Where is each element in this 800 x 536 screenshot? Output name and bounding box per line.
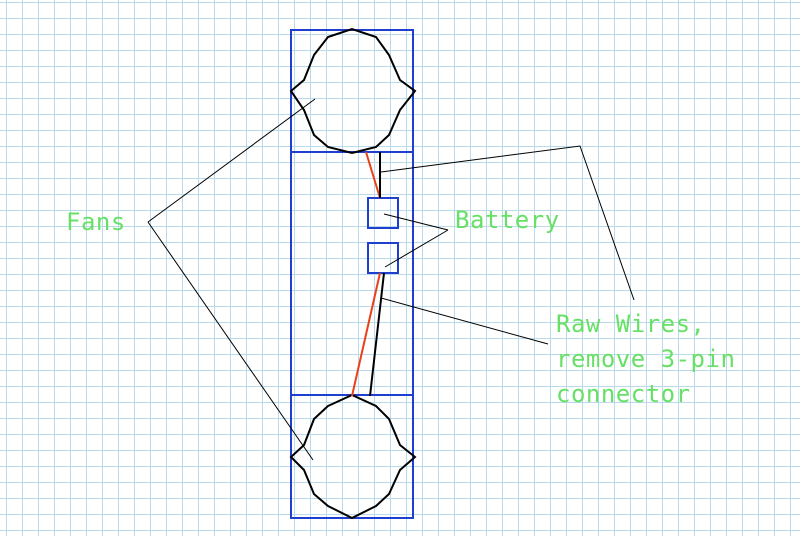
battery-top (367, 197, 399, 229)
red-wire-bottom (351, 272, 381, 397)
battery-bottom (367, 242, 399, 274)
wires-label-line1: Raw Wires, (556, 310, 706, 338)
fans-leader-bottom (147, 221, 314, 461)
battery-leader-bottom (384, 229, 449, 268)
wires-leader-bottom (380, 297, 549, 345)
leader-lines (147, 98, 635, 461)
bottom-fan (289, 393, 417, 520)
wires-leader-top (380, 145, 635, 301)
wires-label-line2: remove 3-pin (556, 345, 736, 373)
top-fan (289, 27, 417, 155)
red-wire-top (365, 151, 381, 199)
battery-leader-top (383, 213, 449, 231)
fans-label: Fans (66, 208, 126, 236)
battery-label: Battery (455, 206, 560, 234)
black-wire-bottom (369, 272, 385, 397)
wires-label-line3: connector (556, 380, 691, 408)
fans-leader-top (147, 98, 316, 223)
